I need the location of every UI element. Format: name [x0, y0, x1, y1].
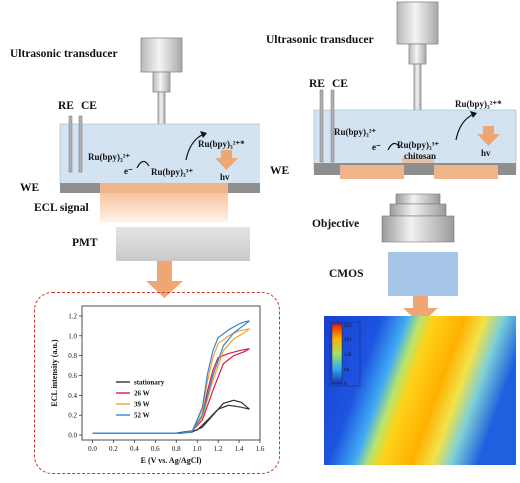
right-re-electrode	[319, 89, 324, 163]
cmos-arrow	[403, 296, 438, 320]
right-we-active-left	[340, 165, 404, 179]
right-excitation-arrow	[455, 113, 475, 141]
left-pmt-label: PMT	[72, 237, 98, 249]
x-tick-label: 0.6	[151, 445, 160, 453]
x-tick-label: 1.4	[235, 445, 244, 453]
right-transducer-neck	[408, 43, 427, 65]
right-hv-label: hv	[481, 148, 491, 158]
chitosan-label: chitosan	[404, 151, 437, 161]
left-ecl-glow	[100, 192, 228, 222]
right-ce-electrode	[330, 89, 335, 163]
left-excitation-arrow	[185, 133, 205, 161]
colorbar-tick: 255	[344, 324, 352, 329]
heatmap-field	[324, 316, 516, 465]
heatmap-colorbar	[331, 323, 343, 385]
x-tick-label: 0.2	[109, 445, 118, 453]
legend-label: 39 W	[134, 401, 150, 409]
legend-label: stationary	[134, 379, 165, 387]
right-ultrasonic-label: Ultrasonic transducer	[266, 34, 374, 46]
left-transducer-head	[140, 37, 183, 73]
x-tick-label: 1.2	[214, 445, 223, 453]
right-apparatus	[313, 1, 517, 320]
left-apparatus	[59, 37, 260, 298]
left-ultrasonic-label: Ultrasonic transducer	[10, 48, 118, 60]
chart-panel	[34, 292, 280, 474]
left-hv-arrow	[215, 150, 238, 170]
objective-mid	[389, 203, 447, 217]
left-we-active	[100, 183, 228, 193]
left-re-label: RE	[58, 100, 74, 112]
left-transducer-neck	[152, 71, 171, 93]
left-ce-label: CE	[81, 100, 97, 112]
left-ru3-label: Ru(bpy)₃³⁺	[151, 167, 194, 177]
x-tick-label: 1.0	[193, 445, 202, 453]
left-ru2-star-label: Ru(bpy)₃²⁺*	[198, 139, 245, 149]
y-tick-label: 1.0	[68, 332, 77, 340]
right-ru2-label: Ru(bpy)₃²⁺	[334, 127, 377, 137]
left-pmt-box	[116, 227, 250, 261]
x-tick-label: 1.6	[256, 445, 265, 453]
right-we-active-right	[434, 165, 498, 179]
x-tick-label: 0.8	[172, 445, 181, 453]
series-line-26-w	[92, 348, 250, 434]
plot-frame	[81, 305, 261, 441]
colorbar-tick: 0	[344, 382, 347, 387]
y-axis-label: ECL intensity (a.u.)	[50, 339, 59, 406]
ecl-heatmap-image: 255 191 128 64 0	[324, 316, 516, 465]
right-re-label: RE	[309, 78, 325, 90]
y-tick-label: 0.8	[68, 352, 77, 360]
right-ru2-star-label: Ru(bpy)₃²⁺*	[455, 99, 502, 109]
y-tick-label: 1.2	[68, 312, 77, 320]
colorbar-tick: 128	[344, 353, 352, 358]
right-chitosan-patch	[402, 158, 434, 165]
right-we-label: WE	[270, 165, 290, 177]
y-tick-label: 0.4	[68, 392, 77, 400]
y-tick-label: 0.2	[68, 412, 77, 420]
right-transducer-head	[396, 1, 439, 45]
right-electron-arrow	[387, 142, 401, 151]
series-line-stationary	[92, 399, 250, 434]
series-line-52-w	[92, 320, 250, 434]
ecl-chart: 0.0 0.2 0.4 0.6 0.8 1.0 1.2 1.4 1.6 0.0 0.2 0.4 0.6 0…	[50, 305, 265, 465]
legend-label: 26 W	[134, 390, 150, 398]
cmos-label: CMOS	[329, 268, 364, 280]
legend-label: 52 W	[134, 412, 150, 420]
objective-top	[395, 193, 441, 205]
left-ecl-signal-label: ECL signal	[34, 202, 89, 214]
right-ru3-label: Ru(bpy)₃³⁺	[397, 140, 440, 150]
left-ru2-label: Ru(bpy)₃²⁺	[88, 152, 131, 162]
colorbar-tick: 64	[344, 368, 350, 373]
x-axis-label: E (V vs. Ag/AgCl)	[141, 456, 202, 465]
cmos-box	[388, 252, 458, 296]
left-hv-label: hv	[220, 172, 230, 182]
right-hv-arrow	[477, 126, 500, 146]
objective-label: Objective	[312, 218, 360, 230]
series-line-39-w	[92, 328, 250, 434]
y-tick-label: 0.6	[68, 372, 77, 380]
x-tick-label: 0.0	[88, 445, 97, 453]
left-ce-electrode	[78, 115, 83, 173]
left-electron-arrow	[136, 160, 150, 169]
left-re-electrode	[68, 115, 73, 173]
objective-body	[381, 215, 455, 243]
heatmap-colorbar-frame	[329, 321, 361, 387]
y-tick-label: 0.0	[68, 432, 77, 440]
left-electron-label: e⁻	[124, 166, 133, 176]
x-tick-label: 0.4	[130, 445, 139, 453]
left-pmt-arrow	[146, 261, 183, 298]
colorbar-tick: 191	[344, 338, 352, 343]
right-ce-label: CE	[332, 78, 348, 90]
right-electron-label: e⁻	[372, 142, 381, 152]
left-we-label: WE	[20, 182, 40, 194]
